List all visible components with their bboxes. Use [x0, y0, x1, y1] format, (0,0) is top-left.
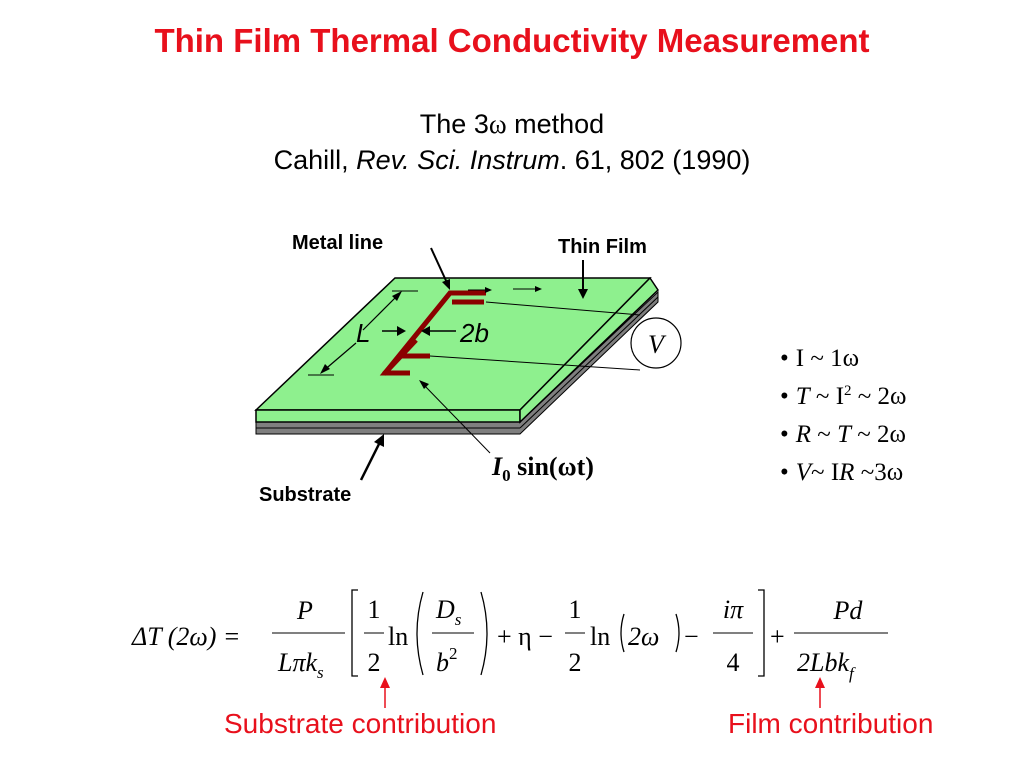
substrate-label: Substrate — [259, 484, 351, 506]
b-label: 2b — [459, 318, 489, 348]
film-arrowhead-1 — [485, 287, 492, 293]
eq-paren-left-a — [416, 591, 424, 676]
method-suffix: method — [506, 109, 605, 139]
metal-line — [379, 290, 486, 376]
voltmeter — [630, 317, 682, 369]
film-contribution-caption: Film contribution — [728, 708, 934, 739]
eq-two-b: 2 — [569, 648, 582, 677]
bullet-V-post: ~3ω — [854, 459, 904, 486]
bullet-V: V — [795, 459, 812, 486]
eq-b-sup: 2 — [449, 644, 458, 663]
eq-ks-sub: s — [317, 663, 324, 682]
bullet-V-mid: ~ I — [811, 459, 840, 486]
eq-two-omega: 2ω — [628, 622, 659, 651]
bullet-T: T — [795, 383, 810, 410]
eq-one-a: 1 — [368, 595, 381, 624]
eq-one-b: 1 — [569, 595, 582, 624]
film-front — [255, 409, 521, 423]
eq-paren-left-b — [620, 613, 625, 653]
L-arrow-up — [362, 292, 401, 331]
eq-Ds-sub: s — [455, 610, 462, 629]
citation-details: . 61, 802 (1990) — [559, 145, 751, 175]
bullet-R-T: T — [837, 421, 851, 448]
substrate-pointer — [359, 439, 383, 481]
citation-line: Cahill, Rev. Sci. Instrum. 61, 802 (1990… — [0, 142, 1024, 178]
substrate-pointer-head — [374, 434, 384, 447]
method-prefix: The 3 — [419, 109, 489, 139]
L-arrowhead-down — [320, 364, 330, 374]
thin-film-pointer-head — [578, 289, 588, 299]
v-wire-top — [485, 301, 641, 316]
substrate-caption-arrowhead — [380, 677, 390, 688]
substrate-divider-side — [519, 296, 659, 429]
eq-paren-right-a — [480, 591, 488, 676]
eq-b: b — [436, 648, 449, 677]
voltmeter-label: V — [648, 330, 667, 359]
bullet-current-text: I ~ 1ω — [795, 345, 860, 372]
bullet-V-R: R — [839, 459, 855, 486]
bullet-resistance: R ~ T ~ 2ω — [780, 416, 907, 454]
eq-Lpik: Lπks — [277, 648, 324, 682]
eq-minus: − — [684, 622, 699, 651]
eq-lhs: ΔT (2ω) = — [131, 622, 240, 651]
eq-b2: b2 — [436, 644, 458, 677]
eq-paren-right-b — [675, 613, 680, 653]
frequency-bullets: I ~ 1ω T ~ I2 ~ 2ω R ~ T ~ 2ω V~ IR ~3ω — [780, 340, 907, 492]
eq-two-a: 2 — [368, 648, 381, 677]
eq-Lbk-text: 2Lbk — [797, 648, 849, 677]
bullet-voltage: V~ IR ~3ω — [780, 454, 907, 492]
citation-journal: Rev. Sci. Instrum — [356, 145, 560, 175]
metal-line-pointer — [430, 247, 449, 286]
bullet-temperature: T ~ I2 ~ 2ω — [780, 378, 907, 416]
current-sub: 0 — [502, 466, 511, 485]
current-label: I0 sin(ωt) — [491, 452, 594, 485]
slide-title: Thin Film Thermal Conductivity Measureme… — [154, 22, 870, 59]
bullet-T-post: ~ 2ω — [851, 383, 907, 410]
current-I: I — [491, 452, 503, 481]
eq-kf-sub: f — [849, 664, 856, 683]
eq-Lbk: 2Lbkf — [797, 648, 856, 683]
current-pointer — [422, 383, 491, 454]
eq-ln-b: ln — [590, 622, 610, 651]
current-sin: sin(ωt) — [511, 452, 594, 481]
citation-author: Cahill, — [273, 145, 357, 175]
substrate-contribution-caption: Substrate contribution — [224, 708, 497, 739]
method-omega: ω — [488, 109, 507, 139]
eq-P: P — [296, 596, 313, 625]
L-label: L — [356, 318, 370, 348]
eq-Pd: Pd — [833, 596, 864, 625]
eq-bracket-right — [758, 589, 765, 677]
bullet-R: R — [795, 421, 812, 448]
eq-Lpi: Lπk — [277, 648, 317, 677]
eq-D: D — [435, 595, 455, 624]
eq-bracket-left — [351, 589, 358, 677]
bullet-R-mid: ~ — [811, 421, 838, 448]
metal-line-mid — [382, 299, 484, 376]
bullet-current: I ~ 1ω — [780, 340, 907, 378]
eq-plus: + — [770, 622, 785, 651]
eq-ln-a: ln — [388, 622, 408, 651]
equation: ΔT (2ω) = P Lπks 1 2 ln Ds b2 + η − 1 2 … — [131, 589, 888, 683]
current-pointer-head — [419, 380, 429, 389]
film-caption-arrowhead — [815, 677, 825, 688]
method-line: The 3ω method — [0, 106, 1024, 142]
eq-four: 4 — [727, 648, 740, 677]
b-arrowhead-left — [397, 326, 406, 336]
bullet-R-post: ~ 2ω — [850, 421, 906, 448]
bullet-T-mid: ~ I — [809, 383, 845, 410]
v-wire-bottom — [429, 355, 641, 371]
film-arrowhead-2 — [535, 286, 542, 292]
subtitle: The 3ω method Cahill, Rev. Sci. Instrum.… — [0, 106, 1024, 178]
eq-ipi: iπ — [723, 595, 744, 624]
bullet-T-sup: 2 — [844, 383, 852, 399]
eq-plus-eta: + η − — [497, 622, 553, 651]
b-arrowhead-right — [421, 326, 430, 336]
L-arrowhead-up — [392, 291, 402, 301]
metal-line-label: Metal line — [292, 232, 383, 254]
metal-line-pointer-head — [442, 279, 450, 290]
eq-Ds: Ds — [435, 595, 462, 629]
thin-film-label: Thin Film — [558, 236, 647, 258]
